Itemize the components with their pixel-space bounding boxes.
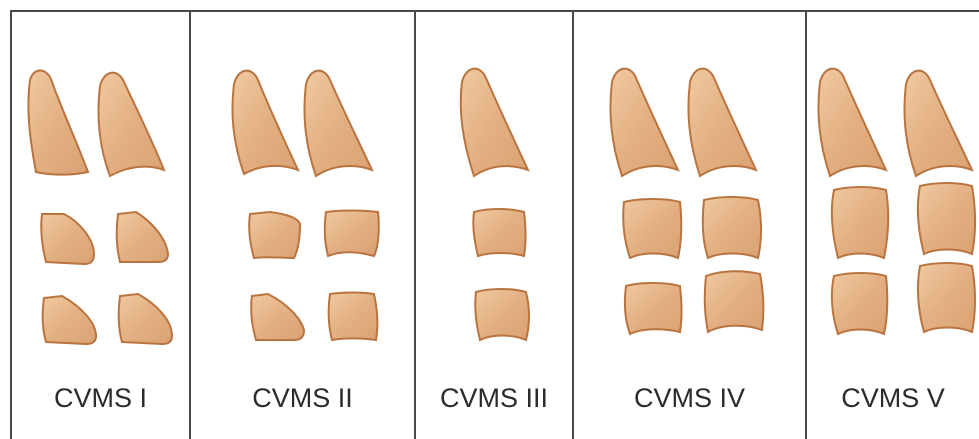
c3-right	[703, 197, 761, 258]
c4	[475, 289, 529, 340]
c4-right	[329, 293, 378, 341]
c3-right	[117, 212, 168, 262]
dens-right	[904, 71, 972, 176]
c3-left	[623, 199, 681, 258]
panel-label-cvms-3: CVMS III	[416, 378, 572, 418]
c3-left	[41, 214, 94, 264]
c4-left	[832, 273, 887, 334]
dens-right	[98, 73, 164, 176]
panel-label-cvms-4: CVMS IV	[574, 378, 805, 418]
panel-cvms-3-vertebrae	[461, 69, 529, 340]
c3-left	[832, 187, 888, 258]
c4-left	[43, 296, 96, 344]
c4-left	[251, 294, 304, 340]
c3	[473, 209, 525, 256]
c3-right	[918, 183, 975, 254]
dens	[461, 69, 528, 176]
panel-cvms-5-vertebrae	[818, 69, 975, 334]
dens-left	[818, 69, 886, 176]
c3-left	[249, 212, 300, 258]
c4-right	[918, 263, 975, 332]
panel-label-cvms-1: CVMS I	[12, 378, 189, 418]
c3-right	[325, 211, 379, 257]
c4-right	[705, 271, 764, 332]
panel-cvms-4-vertebrae	[610, 69, 763, 334]
panel-cvms-2-vertebrae	[232, 71, 378, 340]
dens-left	[610, 69, 678, 176]
c4-left	[625, 283, 682, 334]
dens-right	[304, 71, 372, 176]
dens-left	[232, 71, 298, 174]
dens-left	[28, 70, 88, 174]
panel-cvms-1-vertebrae	[28, 70, 172, 344]
dens-right	[688, 69, 756, 176]
c4-right	[119, 294, 172, 344]
panel-label-cvms-5: CVMS V	[807, 378, 979, 418]
panel-label-cvms-2: CVMS II	[191, 378, 414, 418]
